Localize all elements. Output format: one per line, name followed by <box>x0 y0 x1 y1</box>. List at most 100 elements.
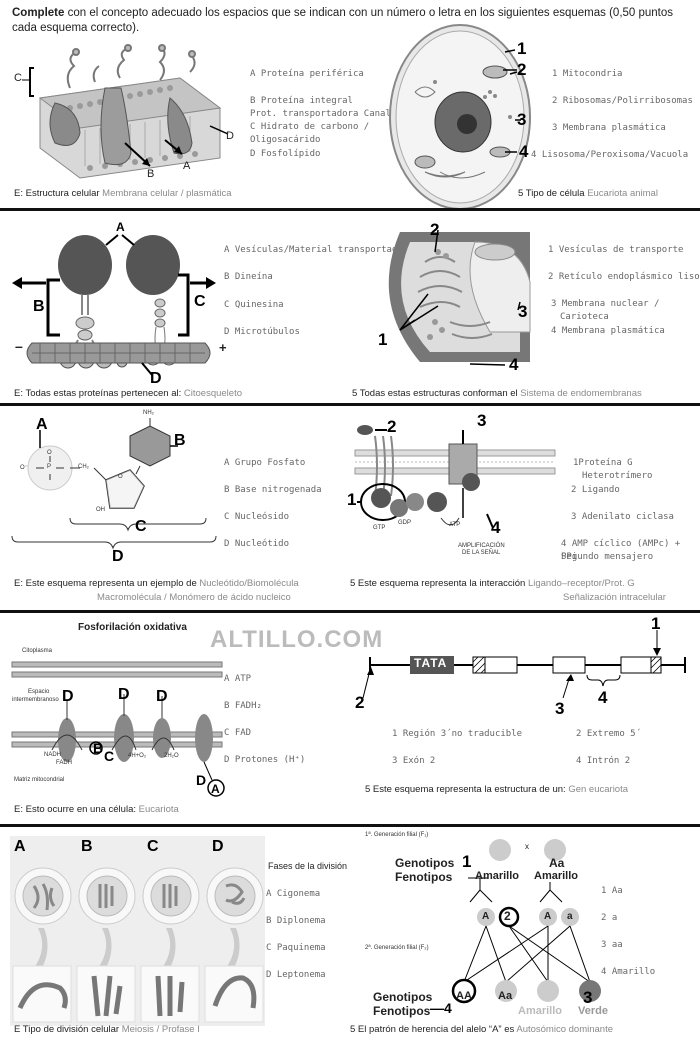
p10-phen-verde: Verde <box>578 1005 608 1017</box>
p10-cross: x <box>525 842 529 851</box>
gene-diagram <box>362 630 686 699</box>
p4-mark-2: 2 <box>430 220 440 239</box>
p2-label-4: 4 Lisosoma/Peroxisoma/Vacuola <box>531 150 689 160</box>
p7-esp: Espacio <box>28 689 50 695</box>
endomembrane-diagram <box>388 229 531 366</box>
p8-mark-3: 3 <box>555 699 565 718</box>
p9-label-a: A Cigonema <box>266 889 321 899</box>
p1-label-d: D Fosfolípido <box>250 149 321 159</box>
p10-mark-4: —4 <box>430 1000 452 1016</box>
p5-caption-2: Macromolécula / Monómero de ácido nuclei… <box>97 592 291 603</box>
chem-oh: OH <box>96 507 105 513</box>
mark-a: A <box>183 160 191 172</box>
p3-label-b: B Dineína <box>224 272 273 282</box>
chem-nh2: NH₂ <box>143 410 154 416</box>
p10-allele-2: 2 <box>504 909 511 923</box>
p1-label-c: C Hidrato de carbono / <box>250 122 370 132</box>
p2-label-2: 2 Ribosomas/Polirribosomas <box>552 96 693 106</box>
p7-caption: E: Esto ocurre en una célula: Eucariota <box>14 804 179 815</box>
p9-label-c: C Paquinema <box>266 943 326 953</box>
p4-caption: 5 Todas estas estructuras conforman el S… <box>352 388 642 399</box>
p6-label-2: 2 Ligando <box>571 485 620 495</box>
p3-mark-b: B <box>33 298 45 315</box>
p8-label-4: 4 Intrón 2 <box>576 756 631 766</box>
p10-label-1: 1 Aa <box>601 886 623 896</box>
p10-amarillo-right: Amarillo <box>534 870 579 882</box>
instructions: Complete con el concepto adecuado los es… <box>12 7 674 34</box>
p4-label-1: 1 Vesículas de transporte <box>548 245 684 255</box>
p2-mark-2: 2 <box>517 60 527 79</box>
p7-matriz: Matriz mitocondrial <box>14 777 65 783</box>
p5-label-c: C Nucleósido <box>224 512 290 522</box>
p7-nadh: NADH <box>44 752 62 758</box>
p3-caption: E: Todas estas proteínas pertenecen al: … <box>14 388 242 399</box>
p8-label-3: 3 Exón 2 <box>392 756 436 766</box>
p8-label-1: 1 Región 3´no traducible <box>392 729 523 739</box>
p1-label-c2: Oligosacárido <box>250 135 321 145</box>
p10-aa-top: Aa <box>549 856 565 870</box>
p7-cito: Citoplasma <box>22 648 53 654</box>
p4-label-3b: Carioteca <box>560 312 609 322</box>
p9-caption: E Tipo de división celular Meiosis / Pro… <box>14 1024 200 1035</box>
p3-minus: – <box>15 338 23 354</box>
p8-caption: 5 Este esquema representa la estructura … <box>365 784 629 795</box>
separator <box>0 610 700 613</box>
p4-mark-4: 4 <box>509 355 519 374</box>
p7-mark-d3: D <box>156 688 168 705</box>
p7-fadh: FADH <box>56 760 73 766</box>
g-protein-diagram <box>354 425 556 529</box>
p2-mark-3: 3 <box>517 110 527 129</box>
p10-gen1: 1ª. Generación filial (F₁) <box>365 832 429 838</box>
p1-label-b2: Prot. transportadora Canal <box>250 109 391 119</box>
p6-label-1b: Heterotrímero <box>582 471 653 481</box>
p3-mark-a: A <box>116 220 125 234</box>
p6-label-4b: Segundo mensajero <box>561 552 654 562</box>
p7-mark-d2: D <box>118 686 130 703</box>
p5-mark-b: B <box>174 432 186 449</box>
p5-caption: E: Este esquema representa un ejemplo de… <box>14 578 299 589</box>
p5-label-a: A Grupo Fosfato <box>224 458 306 468</box>
p5-mark-d: D <box>112 548 124 565</box>
p9-phases-title: Fases de la división <box>268 861 348 871</box>
p10-label-3: 3 aa <box>601 940 623 950</box>
p4-label-2: 2 Retículo endoplásmico liso <box>548 272 700 282</box>
tata-box: TATA <box>414 656 448 670</box>
p9-label-d: D Leptonema <box>266 970 326 980</box>
p5-label-d: D Nucleótido <box>224 539 290 549</box>
p10-amarillo-left: Amarillo <box>475 870 520 882</box>
p9-col-c: C <box>147 838 159 855</box>
p4-label-3: 3 Membrana nuclear / <box>551 299 660 309</box>
mark-c: C <box>14 72 22 84</box>
oxphos-diagram <box>11 661 225 797</box>
p1-caption: E: Estructura celular Membrana celular /… <box>14 188 232 199</box>
p7-label-b: B FADH₂ <box>224 701 262 711</box>
p10-label-2: 2 a <box>601 913 618 923</box>
p9-col-d: D <box>212 838 224 855</box>
p6-caption-2: Señalización intracelular <box>563 592 666 603</box>
p6-label-1: 1Proteína G <box>573 458 633 468</box>
p3-label-d: D Microtúbulos <box>224 327 300 337</box>
p7-mark-b: B <box>93 740 104 756</box>
p10-allele-3: A <box>544 911 552 922</box>
chem-om: O⁻ <box>20 465 28 471</box>
p2-label-1: 1 Mitocondria <box>552 69 623 79</box>
p6-atp: ATP <box>449 522 461 528</box>
p9-col-b: B <box>81 838 93 855</box>
p9-label-b: B Diplonema <box>266 916 326 926</box>
p7-inter: intermembranoso <box>12 697 59 703</box>
separator <box>0 824 700 827</box>
p6-mark-2: 2 <box>387 417 397 436</box>
p10-allele-1: A <box>482 911 490 922</box>
p10-geno-bottom: Genotipos <box>373 990 433 1004</box>
p7-h2o: 2H₂O <box>164 753 179 759</box>
p6-gdp: GDP <box>398 520 412 526</box>
p3-label-a: A Vesículas/Material transportado <box>224 245 403 255</box>
p10-feno-bottom: Fenotipos <box>373 1004 431 1018</box>
p4-mark-3: 3 <box>518 302 528 321</box>
p1-label-a: A Proteína periférica <box>250 69 364 79</box>
p1-label-b: B Proteína integral <box>250 96 353 106</box>
p6-mark-3: 3 <box>477 411 487 430</box>
p6-mark-1: 1 <box>347 490 357 509</box>
p7-mark-c: C <box>104 748 115 764</box>
nucleotide-diagram <box>11 418 217 550</box>
